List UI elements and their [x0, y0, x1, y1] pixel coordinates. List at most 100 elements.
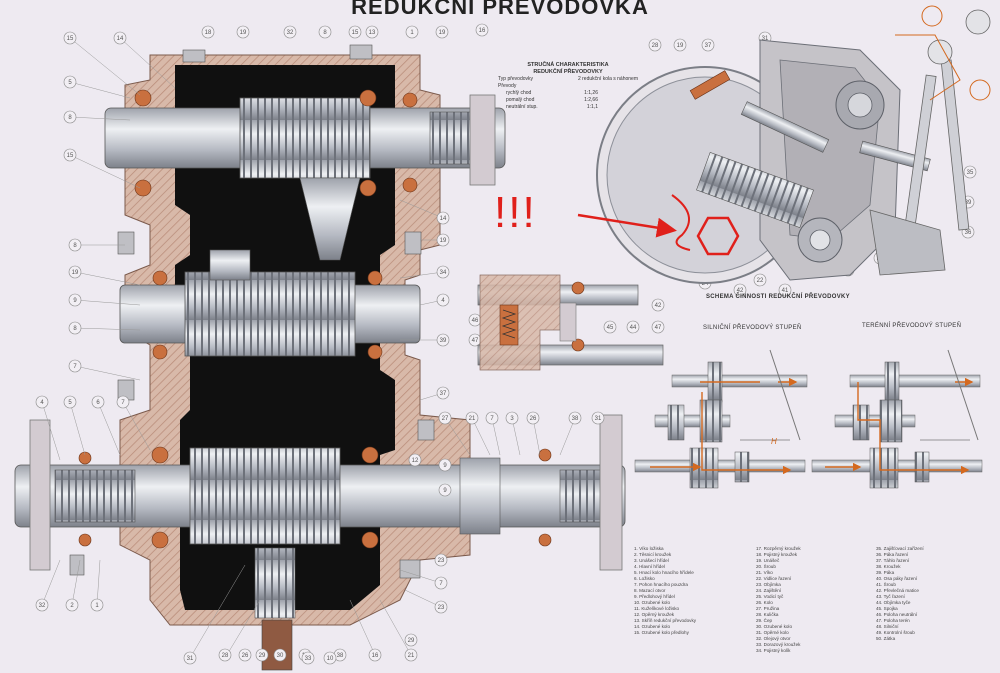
legend-item: 41. Šroub [876, 582, 896, 587]
legend-item: 10. Ozubené kolo [634, 600, 671, 605]
shift-fork-detail [477, 274, 664, 371]
callout-circle [438, 411, 452, 425]
part-number: 12 [412, 458, 419, 464]
part-number: 3 [510, 416, 514, 422]
part-number: 8 [68, 115, 72, 121]
callout-circle [255, 648, 269, 662]
legend-item: 8. Mazací otvor [634, 588, 666, 593]
part-number: 31 [595, 416, 602, 422]
legend-item: 35. Zajišťovací zařízení [876, 546, 924, 551]
legend-item: 6. Ložisko [634, 576, 655, 581]
part-number: 10 [327, 656, 334, 662]
part-number: 8 [323, 30, 327, 36]
part-number: 27 [442, 416, 449, 422]
callout-circle [526, 411, 540, 425]
part-number: 2 [70, 603, 74, 609]
terrain-gear-caption: TERÉNNÍ PŘEVODOVÝ STUPEŇ [862, 323, 962, 329]
callout-circle [438, 483, 452, 497]
callout-circle [405, 25, 419, 39]
callout-circle [626, 320, 640, 334]
cross-section [14, 44, 626, 671]
part-number: 38 [572, 416, 579, 422]
part-number: 33 [305, 656, 312, 662]
callout-circle [733, 283, 747, 297]
part-number: 8 [73, 243, 77, 249]
part-number: 23 [438, 558, 445, 564]
part-number: 26 [242, 653, 249, 659]
part-number: 1 [95, 603, 99, 609]
part-number: 14 [440, 216, 447, 222]
ratio-value: 1:1,26 [584, 90, 598, 96]
callout-circle [651, 320, 665, 334]
legend-item: 30. Ozubené kolo [756, 624, 793, 629]
callout-circle [436, 211, 450, 225]
ratio-value: 1:2,66 [584, 97, 598, 103]
legend-item: 29. Čep [756, 618, 773, 623]
part-number: 19 [440, 238, 447, 244]
callout-circle [63, 395, 77, 409]
callout-circle [35, 598, 49, 612]
part-number: 16 [372, 653, 379, 659]
callout-circle [436, 265, 450, 279]
part-number: 19 [240, 30, 247, 36]
legend-item: 20. Šroub [756, 564, 776, 569]
part-number: 31 [187, 656, 194, 662]
callout-circle [68, 238, 82, 252]
legend-item: 26. Kolo [756, 600, 773, 605]
legend-item: 22. Vidlice řazení [756, 576, 792, 581]
legend-item: 9. Předlohový hřídel [634, 594, 675, 599]
legend-item: 42. Převlečná matice [876, 588, 919, 593]
callout-circle [485, 411, 499, 425]
callout-circle [648, 38, 662, 52]
callout-circle [90, 598, 104, 612]
characteristics-box: STRUČNÁ CHARAKTERISTIKA REDUKČNÍ PŘEVODO… [498, 62, 638, 111]
callout-circle [218, 648, 232, 662]
road-gear-diagram: H [634, 349, 808, 489]
legend-item: 43. Tyč řazení [876, 594, 905, 599]
part-number: 19 [72, 270, 79, 276]
legend-item: 36. Páka řazení [876, 552, 909, 557]
part-number: 9 [443, 463, 447, 469]
callout-circle [438, 458, 452, 472]
poster-title: REDUKČNÍ PŘEVODOVKA [351, 0, 649, 19]
callout-circle [68, 293, 82, 307]
legend-item: 3. Unášecí hřídel [634, 558, 669, 563]
legend-item: 7. Pohon hnacího pouzdra [634, 582, 688, 587]
legend-item: 13. Skříň redukční převodovky [634, 618, 697, 623]
part-number: 19 [677, 43, 684, 49]
ratio-name: neutrální stup. [506, 104, 538, 110]
callout-circle [368, 648, 382, 662]
callout-circle [434, 553, 448, 567]
ratio-row: pomalý chod 1:2,66 [498, 97, 638, 104]
callout-circle [701, 38, 715, 52]
part-number: 1 [410, 30, 414, 36]
callout-circle [753, 273, 767, 287]
callout-circle [673, 38, 687, 52]
part-number: 22 [757, 278, 764, 284]
legend-item: 25. Vodicí tyč [756, 594, 784, 599]
legend-item: 32. Olejový otvor [756, 636, 791, 641]
callout-circle [465, 411, 479, 425]
legend-item: 45. Spojka [876, 606, 898, 611]
part-number: 7 [121, 400, 125, 406]
legend-item: 11. Kuželíkové ložisko [634, 606, 680, 611]
part-number: 47 [655, 325, 662, 331]
part-number: 45 [607, 325, 614, 331]
part-number: 30 [277, 653, 284, 659]
legend-item: 5. Hnací kolo hnacího hřídele [634, 570, 694, 575]
legend-item: 38. Kroužek [876, 564, 901, 569]
legend-item: 24. Zajištění [756, 588, 782, 593]
callout-circle [236, 25, 250, 39]
part-number: 21 [469, 416, 476, 422]
part-number-callouts [41, 37, 576, 659]
callout-circle [404, 633, 418, 647]
legend-item: 31. Opěrné kolo [756, 630, 789, 635]
part-number: 34 [440, 270, 447, 276]
ratios-label: Převody [498, 83, 517, 89]
part-number: 14 [117, 36, 124, 42]
callout-circle [63, 148, 77, 162]
callout-circle [404, 648, 418, 662]
legend-item: 48. Silniční [876, 624, 899, 629]
part-number: 24 [702, 281, 709, 287]
characteristics-type-row: Typ převodovky 2 redukční kola s náhonem [498, 76, 638, 83]
